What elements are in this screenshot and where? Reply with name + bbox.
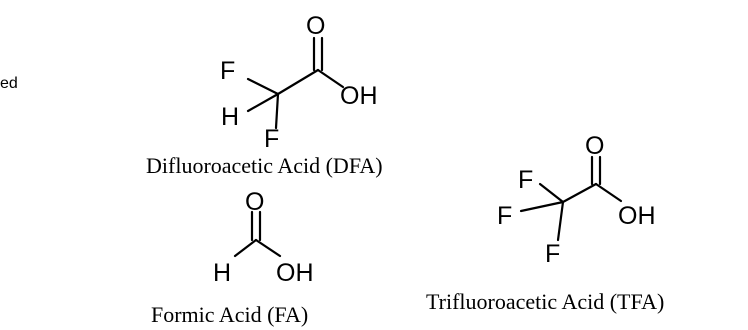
dfa-bond-c-oh bbox=[316, 68, 345, 89]
dfa-atom-f-top: F bbox=[220, 57, 235, 85]
dfa-atom-h: H bbox=[221, 103, 239, 131]
fa-bond-c-oh bbox=[254, 238, 282, 258]
fa-bond-h-c bbox=[233, 238, 258, 258]
tfa-caption: Trifluoroacetic Acid (TFA) bbox=[426, 289, 664, 314]
tfa-atom-o: O bbox=[585, 132, 604, 160]
tfa-bond-c-f-left bbox=[519, 200, 565, 213]
edge-text-fragment: ed bbox=[0, 75, 18, 92]
dfa-atom-o: O bbox=[306, 12, 325, 40]
tfa-atom-oh: OH bbox=[618, 202, 656, 230]
tfa-structure: F F F O OH bbox=[497, 132, 656, 268]
dfa-atom-f-bottom: F bbox=[264, 125, 279, 153]
tfa-atom-f-bottom: F bbox=[545, 240, 560, 268]
tfa-bond-c-f-bottom bbox=[556, 200, 565, 242]
dfa-caption: Difluoroacetic Acid (DFA) bbox=[146, 153, 383, 178]
tfa-bond-c-c bbox=[561, 182, 598, 204]
tfa-bond-c-oh bbox=[594, 182, 623, 203]
fa-atom-h: H bbox=[213, 259, 231, 287]
fa-structure: H O OH bbox=[213, 188, 314, 287]
tfa-bond-c-f-top bbox=[538, 182, 565, 204]
dfa-bond-c-f-bottom bbox=[274, 92, 280, 130]
dfa-bond-c-f-top bbox=[246, 77, 280, 96]
fa-atom-o: O bbox=[245, 188, 264, 216]
dfa-bond-c-c bbox=[276, 68, 320, 96]
dfa-atom-oh: OH bbox=[340, 82, 378, 110]
tfa-atom-f-top: F bbox=[518, 166, 533, 194]
fa-atom-oh: OH bbox=[276, 259, 314, 287]
fa-caption: Formic Acid (FA) bbox=[151, 302, 308, 327]
tfa-atom-f-left: F bbox=[497, 202, 512, 230]
dfa-structure: F H F O OH bbox=[220, 12, 378, 153]
dfa-bond-c-h bbox=[246, 92, 280, 113]
